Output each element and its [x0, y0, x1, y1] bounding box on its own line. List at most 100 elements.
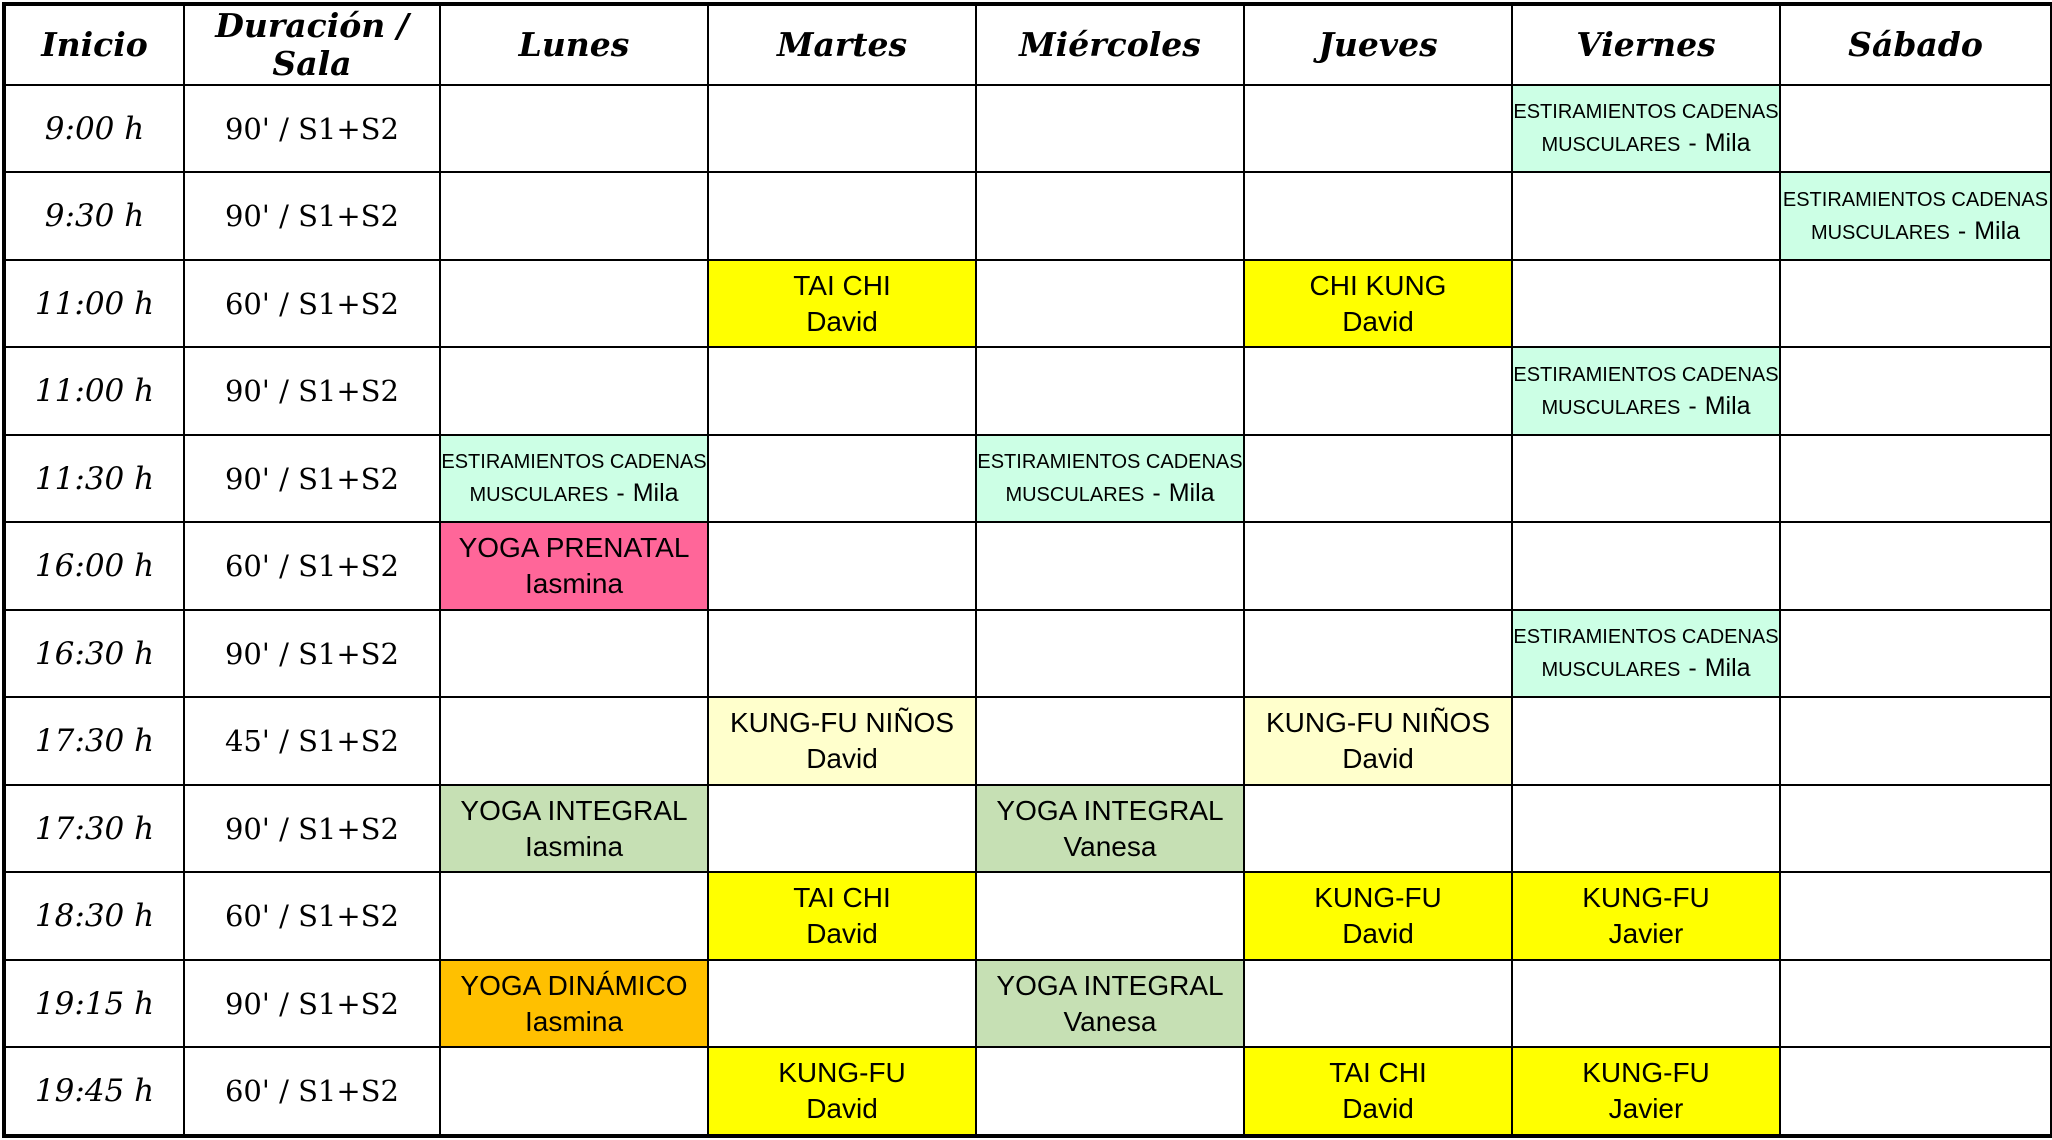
duration-room: 60' / S1+S2	[183, 258, 441, 349]
class-name: KUNG-FU	[1314, 882, 1442, 914]
start-time: 9:00 h	[3, 83, 185, 174]
start-time: 16:00 h	[3, 521, 185, 611]
empty-slot-sabado	[1779, 958, 2052, 1049]
class-name: KUNG-FU	[1582, 1057, 1710, 1089]
empty-slot-lunes	[439, 696, 709, 786]
empty-slot-sabado	[1779, 783, 2052, 874]
empty-slot-jueves	[1243, 958, 1513, 1049]
empty-slot-martes	[707, 346, 977, 436]
class-name: YOGA INTEGRAL	[996, 969, 1224, 1001]
class-name-continued: MUSCULARES	[1541, 659, 1681, 682]
class-name: YOGA INTEGRAL	[460, 794, 688, 826]
class-slot-martes: KUNG-FU NIÑOS David	[707, 696, 977, 786]
empty-slot-jueves	[1243, 433, 1513, 524]
class-slot-jueves: KUNG-FU David	[1243, 871, 1513, 961]
duration-room: 45' / S1+S2	[183, 696, 441, 786]
empty-slot-martes	[707, 171, 977, 261]
empty-slot-lunes	[439, 608, 709, 699]
teacher-name: David	[806, 743, 878, 775]
empty-slot-martes	[707, 521, 977, 611]
empty-slot-martes	[707, 783, 977, 874]
empty-slot-lunes	[439, 258, 709, 349]
teacher-name: Javier	[1608, 1093, 1684, 1125]
empty-slot-miercoles	[975, 696, 1245, 786]
empty-slot-sabado	[1779, 433, 2052, 524]
class-name: ESTIRAMIENTOS CADENAS	[441, 451, 707, 474]
class-slot-lunes: ESTIRAMIENTOS CADENAS MUSCULARES-Mila	[439, 433, 709, 524]
empty-slot-viernes	[1511, 783, 1781, 874]
empty-slot-jueves	[1243, 783, 1513, 874]
empty-slot-sabado	[1779, 696, 2052, 786]
teacher-name: David	[806, 1093, 878, 1125]
teacher-name: Mila	[632, 479, 679, 508]
class-name-second-line: MUSCULARES-Mila	[978, 478, 1242, 511]
empty-slot-viernes	[1511, 696, 1781, 786]
teacher-name: Iasmina	[524, 830, 624, 862]
teacher-name: Mila	[1704, 391, 1751, 420]
empty-slot-viernes	[1511, 433, 1781, 524]
duration-room: 90' / S1+S2	[183, 83, 441, 174]
start-time: 11:00 h	[3, 346, 185, 436]
separator: -	[1957, 216, 1967, 245]
class-name: KUNG-FU NIÑOS	[1266, 707, 1490, 739]
start-time: 18:30 h	[3, 871, 185, 961]
teacher-name: Vanesa	[1063, 1005, 1157, 1037]
empty-slot-sabado	[1779, 871, 2052, 961]
empty-slot-lunes	[439, 1046, 709, 1137]
teacher-name: Mila	[1704, 129, 1751, 158]
class-name: YOGA INTEGRAL	[996, 794, 1224, 826]
empty-slot-sabado	[1779, 258, 2052, 349]
empty-slot-sabado	[1779, 346, 2052, 436]
separator: -	[1688, 654, 1697, 683]
class-name-second-line: MUSCULARES-Mila	[442, 478, 706, 511]
teacher-name: Iasmina	[524, 1005, 624, 1037]
class-slot-miercoles: YOGA INTEGRAL Vanesa	[975, 958, 1245, 1049]
empty-slot-miercoles	[975, 521, 1245, 611]
teacher-name: David	[1342, 1093, 1414, 1125]
duration-room: 90' / S1+S2	[183, 346, 441, 436]
empty-slot-jueves	[1243, 171, 1513, 261]
start-time: 17:30 h	[3, 783, 185, 874]
start-time: 19:15 h	[3, 958, 185, 1049]
class-name: ESTIRAMIENTOS CADENAS	[1513, 101, 1779, 124]
empty-slot-miercoles	[975, 171, 1245, 261]
header-jueves: Jueves	[1243, 3, 1513, 86]
class-name: ESTIRAMIENTOS CADENAS	[1513, 363, 1779, 386]
duration-room: 90' / S1+S2	[183, 608, 441, 699]
empty-slot-miercoles	[975, 608, 1245, 699]
class-name: ESTIRAMIENTOS CADENAS	[1782, 188, 2049, 211]
start-time: 11:00 h	[3, 258, 185, 349]
class-name: CHI KUNG	[1309, 269, 1447, 301]
empty-slot-jueves	[1243, 83, 1513, 174]
empty-slot-martes	[707, 958, 977, 1049]
teacher-name: David	[1342, 918, 1414, 950]
empty-slot-jueves	[1243, 346, 1513, 436]
schedule-header: Inicio Duración / Sala Lunes Martes Miér…	[3, 3, 2052, 86]
class-name-second-line: MUSCULARES-Mila	[1514, 653, 1778, 686]
empty-slot-sabado	[1779, 608, 2052, 699]
start-time: 9:30 h	[3, 171, 185, 261]
start-time: 17:30 h	[3, 696, 185, 786]
empty-slot-miercoles	[975, 258, 1245, 349]
teacher-name: David	[806, 305, 878, 337]
separator: -	[1688, 129, 1697, 158]
empty-slot-jueves	[1243, 608, 1513, 699]
class-name: KUNG-FU NIÑOS	[730, 707, 954, 739]
class-name: ESTIRAMIENTOS CADENAS	[977, 451, 1243, 474]
class-name-continued: MUSCULARES	[469, 484, 609, 507]
teacher-name: Mila	[1974, 216, 2021, 245]
teacher-name: Javier	[1608, 918, 1684, 950]
empty-slot-sabado	[1779, 521, 2052, 611]
header-lunes: Lunes	[439, 3, 709, 86]
